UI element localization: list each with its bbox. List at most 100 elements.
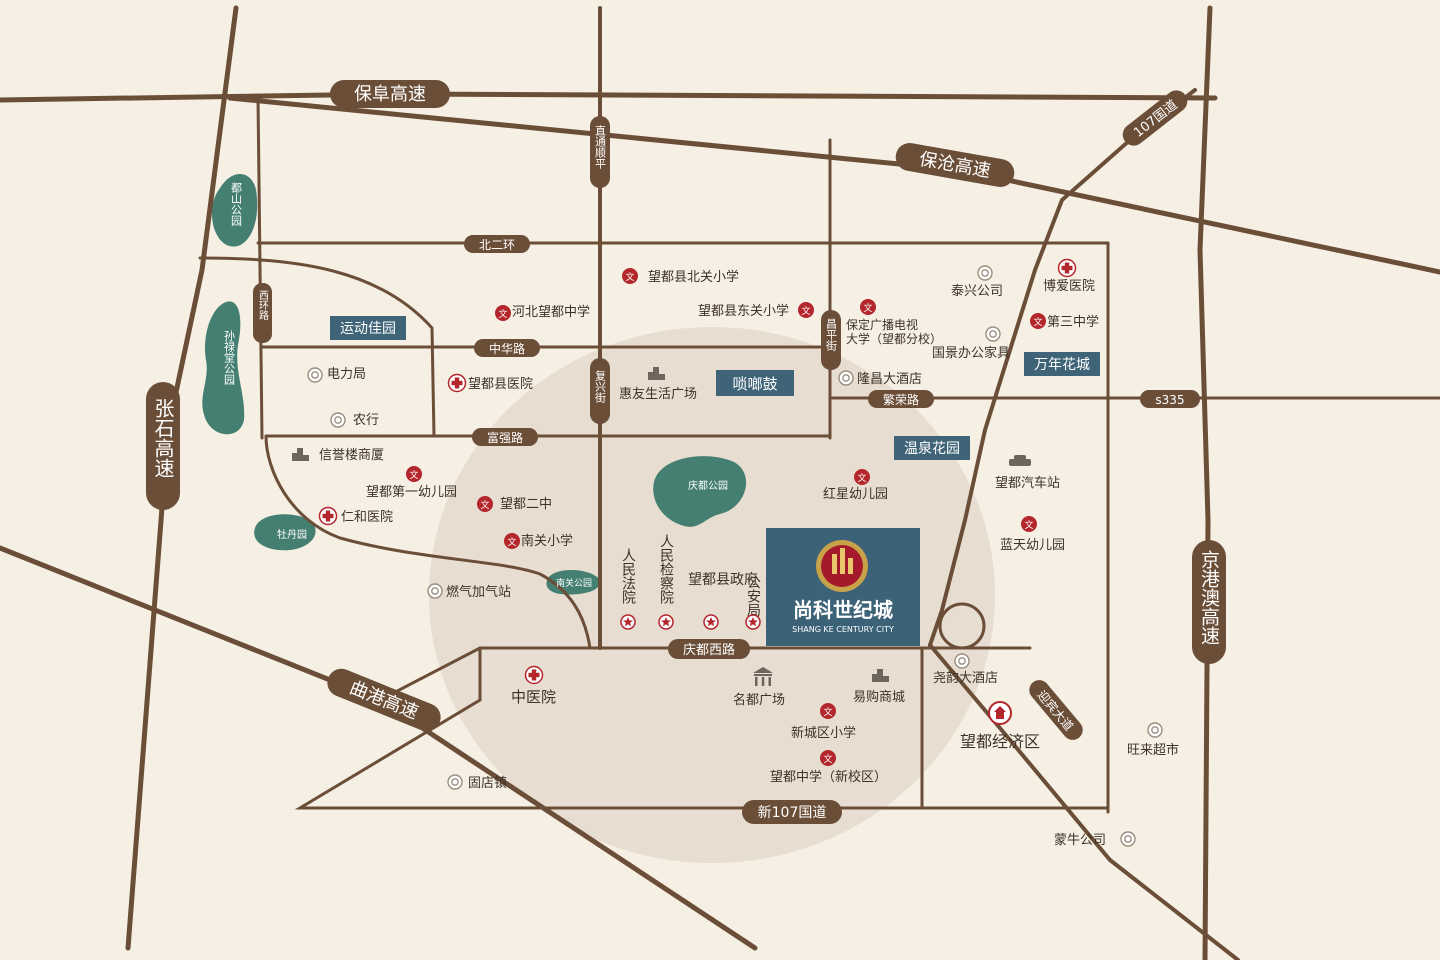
school-marker-icon <box>820 703 836 719</box>
government-star-icon <box>745 614 761 630</box>
label-zhitong-text: 直通顺平 <box>594 124 607 170</box>
poi-guangdian-2: 大学（望都分校） <box>846 331 942 346</box>
project-name: 尚科世纪城 <box>793 598 893 622</box>
roundabout <box>938 602 986 650</box>
center-highlight-halo <box>429 327 995 863</box>
park-nanguan-label: 南关公园 <box>556 577 592 589</box>
project-logo-icon <box>816 540 868 592</box>
label-qingduxi-text: 庆都西路 <box>683 642 735 658</box>
school-marker-icon <box>477 496 493 512</box>
area-yundong-label: 运动佳园 <box>340 321 396 337</box>
label-baofu-text: 保阜高速 <box>354 84 426 105</box>
poi-renhe: 仁和医院 <box>341 510 393 525</box>
company-pin-icon <box>985 326 1001 342</box>
poi-gudian: 固店镇 <box>468 776 507 791</box>
label-fuqiang: 富强路 <box>472 428 538 446</box>
red-cross-icon <box>318 506 338 526</box>
area-wanian: 万年花城 <box>1024 352 1100 376</box>
poi-taixing: 泰兴公司 <box>951 284 1003 299</box>
poi-bus-station: 望都汽车站 <box>995 475 1060 491</box>
label-beierhuan: 北二环 <box>464 235 530 253</box>
company-pin-icon <box>447 774 463 790</box>
label-changping-text: 昌平街 <box>825 318 838 352</box>
label-fanrong-text: 繁荣路 <box>883 392 919 407</box>
poi-disan: 第三中学 <box>1047 314 1099 330</box>
red-cross-icon <box>447 373 467 393</box>
school-marker-icon <box>406 466 422 482</box>
school-marker-icon <box>504 533 520 549</box>
road-xinhuan-west <box>256 96 264 440</box>
poi-wangdu-middle: 望都中学（新校区） <box>770 769 887 785</box>
company-pin-icon <box>954 653 970 669</box>
company-pin-icon <box>838 370 854 386</box>
label-fuxing: 复兴街 <box>590 358 610 424</box>
area-suonagu-label: 唢啷鼓 <box>732 375 777 393</box>
label-new107: 新107国道 <box>742 800 842 824</box>
red-cross-icon <box>1057 258 1077 278</box>
government-star-icon <box>703 614 719 630</box>
label-zhonghua: 中华路 <box>474 339 540 357</box>
company-pin-icon <box>1147 722 1163 738</box>
company-pin-icon <box>427 583 443 599</box>
school-marker-icon <box>1030 313 1046 329</box>
label-fanrong: 繁荣路 <box>868 390 934 408</box>
school-marker-icon <box>798 302 814 318</box>
dushan-park-shape <box>212 173 258 247</box>
poi-zone: 望都经济区 <box>960 732 1040 751</box>
road-south-west <box>294 646 1110 810</box>
project-name-en: SHANG KE CENTURY CITY <box>792 625 894 634</box>
poi-layer: 望都县北关小学 河北望都中学 望都县东关小学 保定广播电视 大学（望都分校） 泰… <box>292 258 1179 848</box>
area-wanian-label: 万年花城 <box>1034 357 1090 373</box>
label-jinggangao-text: 京港澳高速 <box>1198 550 1220 645</box>
poi-lantian: 蓝天幼儿园 <box>1000 538 1065 553</box>
poi-dianli: 电力局 <box>327 367 366 382</box>
label-changping: 昌平街 <box>821 310 841 370</box>
poi-mingdu: 名都广场 <box>733 692 785 708</box>
road-labels: 保阜高速 保沧高速 张石高速 曲港高速 京港澳高速 107国道 新107国道 <box>146 80 1226 824</box>
project-box[interactable]: 尚科世纪城 SHANG KE CENTURY CITY <box>766 528 920 646</box>
label-xihuan-text: 西环路 <box>257 290 269 321</box>
road-jinggangao-expressway <box>1197 5 1213 960</box>
poi-xinchengqu: 新城区小学 <box>791 725 856 741</box>
poi-yaoyun: 尧韵大酒店 <box>933 671 998 686</box>
area-wenquan: 温泉花园 <box>894 436 970 460</box>
poi-guangdian-1: 保定广播电视 <box>846 317 918 332</box>
poi-boai: 博爱医院 <box>1043 279 1095 294</box>
school-marker-icon <box>860 299 876 315</box>
red-cross-icon <box>524 665 544 685</box>
road-zhangshi-expressway <box>125 5 239 951</box>
label-fuxing-text: 复兴街 <box>594 369 607 404</box>
poi-longchang: 隆昌大酒店 <box>857 372 922 387</box>
label-baofu: 保阜高速 <box>330 80 450 108</box>
company-pin-icon <box>1120 831 1136 847</box>
poi-wanglai: 旺来超市 <box>1127 742 1179 758</box>
plaza-icon <box>753 667 773 686</box>
poi-hospital: 望都县医院 <box>468 376 533 392</box>
road-west-curve <box>264 434 592 650</box>
poi-hebei-school: 河北望都中学 <box>512 304 590 320</box>
poi-guojing: 国景办公家具 <box>932 345 1010 361</box>
car-icon <box>1009 455 1031 466</box>
poi-dongguan-school: 望都县东关小学 <box>698 303 789 319</box>
school-marker-icon <box>495 305 511 321</box>
label-qingduxi: 庆都西路 <box>668 639 750 659</box>
poi-nanguan-school: 南关小学 <box>521 533 573 549</box>
mudan-park-shape <box>254 514 316 551</box>
school-marker-icon <box>854 469 870 485</box>
poi-huiyou: 惠友生活广场 <box>619 386 697 402</box>
label-s335: s335 <box>1140 390 1200 408</box>
label-s335-text: s335 <box>1155 393 1184 407</box>
school-marker-icon <box>1021 516 1037 532</box>
shield-exit-icon <box>988 701 1012 725</box>
poi-government: 望都县政府 <box>688 572 758 588</box>
poi-hongxing: 红星幼儿园 <box>823 486 888 502</box>
government-star-icon <box>658 614 674 630</box>
label-jinggangao: 京港澳高速 <box>1192 540 1226 664</box>
label-new107-text: 新107国道 <box>758 805 827 821</box>
school-marker-icon <box>622 268 638 284</box>
park-dushan-label: 都山公园 <box>230 182 243 227</box>
area-yundong: 运动佳园 <box>330 316 406 340</box>
area-suonagu: 唢啷鼓 <box>716 370 794 396</box>
poi-tcm: 中医院 <box>511 688 556 706</box>
